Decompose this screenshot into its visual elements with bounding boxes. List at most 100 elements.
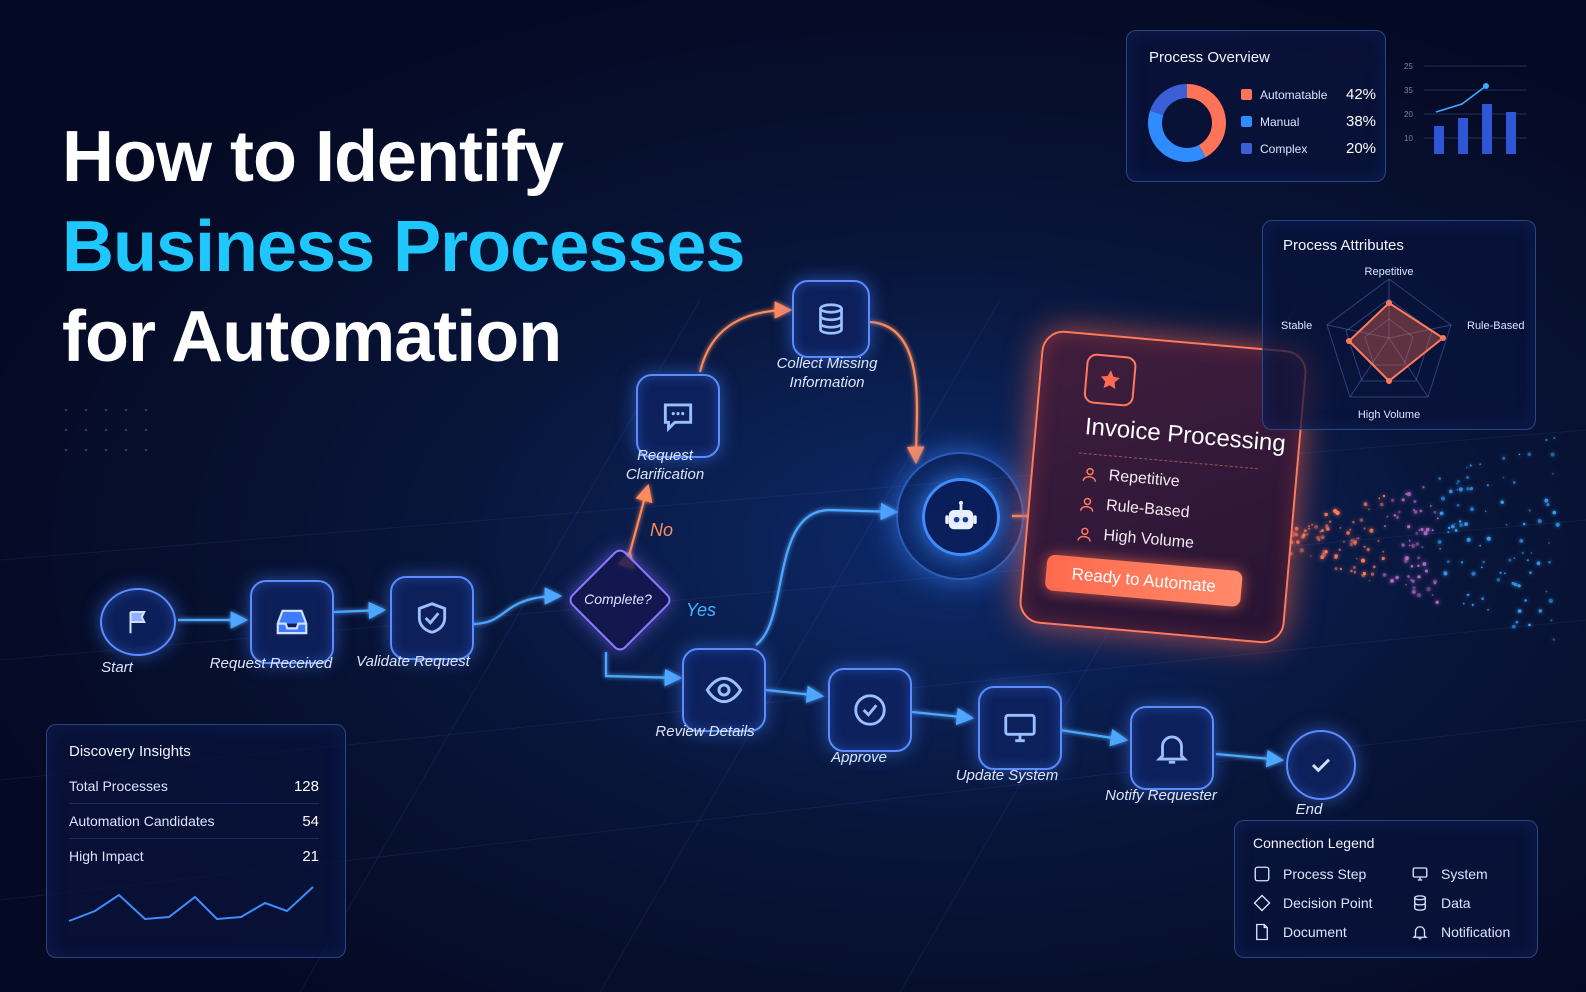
node-update-system[interactable] — [978, 686, 1062, 770]
process-attributes-panel: Process Attributes Repetitive Rule-Based… — [1262, 220, 1536, 430]
particle — [1350, 538, 1355, 543]
particle — [1447, 531, 1450, 533]
particle — [1408, 539, 1411, 542]
particle — [1466, 476, 1469, 479]
process-overview-title: Process Overview — [1149, 49, 1270, 66]
particle — [1412, 508, 1415, 511]
title-line-1: How to Identify — [62, 117, 564, 197]
legend-item-system: System — [1411, 859, 1531, 888]
node-request-received[interactable] — [250, 580, 334, 664]
robot-hub[interactable] — [922, 478, 1000, 556]
process-attributes-title: Process Attributes — [1283, 237, 1404, 254]
particle — [1511, 624, 1516, 629]
particle — [1446, 560, 1450, 564]
radar-axis-rule-based: Rule-Based — [1467, 320, 1524, 332]
node-collect-missing[interactable] — [792, 280, 870, 358]
label-notify-requester: Notify Requester — [1105, 787, 1217, 804]
particle — [1537, 519, 1542, 524]
particle — [1436, 517, 1439, 520]
node-start[interactable] — [100, 588, 176, 656]
particle — [1453, 523, 1456, 525]
label-update-system: Update System — [955, 767, 1059, 784]
particle — [1450, 524, 1455, 529]
invoice-processing-card[interactable]: Invoice Processing Repetitive Rule-Based… — [1017, 328, 1309, 646]
particle — [1342, 540, 1346, 543]
particle — [1466, 594, 1469, 597]
particle — [1395, 515, 1400, 519]
particle — [1479, 463, 1482, 466]
particle — [1411, 543, 1416, 549]
particle — [1441, 496, 1445, 501]
particle — [1384, 525, 1386, 528]
node-request-clarification[interactable] — [636, 374, 720, 458]
particle — [1412, 586, 1416, 590]
legend-col-right: System Data Notification — [1411, 859, 1531, 946]
particle — [1296, 540, 1300, 544]
star-badge — [1083, 352, 1138, 408]
particle — [1349, 542, 1353, 547]
particle — [1346, 531, 1350, 535]
robot-hub-ring — [896, 452, 1024, 580]
overview-value: 42% — [1346, 86, 1377, 103]
legend-label: Process Step — [1283, 865, 1367, 882]
particle — [1484, 510, 1487, 512]
particle — [1320, 535, 1325, 540]
swatch-automatable — [1241, 89, 1252, 100]
particle — [1459, 520, 1462, 523]
particle — [1530, 552, 1533, 554]
particle — [1456, 482, 1459, 485]
particle — [1299, 548, 1304, 553]
legend-label: Data — [1441, 894, 1471, 911]
particle — [1479, 544, 1482, 547]
particle — [1457, 480, 1460, 483]
insight-label: Automation Candidates — [69, 813, 215, 829]
node-review-details[interactable] — [682, 648, 766, 732]
particle — [1422, 486, 1425, 489]
particle — [1408, 544, 1411, 547]
particle — [1546, 503, 1550, 507]
mini-bar — [1506, 112, 1516, 154]
insight-label: Total Processes — [69, 778, 168, 794]
particle — [1415, 532, 1418, 535]
particle — [1469, 464, 1472, 467]
particle — [1416, 593, 1422, 598]
radar-axis-high-volume: High Volume — [1358, 409, 1420, 421]
particle — [1548, 560, 1551, 564]
particle — [1470, 507, 1474, 512]
node-approve[interactable] — [828, 668, 912, 752]
particle — [1466, 537, 1471, 542]
particle — [1417, 575, 1421, 579]
particle — [1356, 537, 1358, 540]
particle — [1311, 523, 1314, 526]
legend-label: System — [1441, 865, 1488, 882]
particle — [1295, 533, 1299, 537]
particle — [1410, 565, 1414, 568]
branch-yes-label: Yes — [686, 600, 717, 620]
particle — [1411, 590, 1416, 594]
invoice-attr-3: High Volume — [1075, 525, 1195, 553]
particle — [1496, 578, 1501, 582]
node-end[interactable] — [1286, 730, 1356, 800]
particle — [1321, 529, 1324, 532]
particle — [1552, 638, 1556, 641]
legend-item-data: Data — [1411, 888, 1531, 917]
particle — [1316, 535, 1320, 540]
particle — [1481, 597, 1484, 600]
node-notify-requester[interactable] — [1130, 706, 1214, 790]
particle — [1439, 547, 1442, 550]
mini-tick: 20 — [1404, 110, 1413, 119]
node-validate-request[interactable] — [390, 576, 474, 660]
ready-to-automate-button[interactable]: Ready to Automate — [1044, 554, 1243, 608]
mini-bar — [1482, 104, 1492, 154]
swatch-complex — [1241, 143, 1252, 154]
particle — [1407, 575, 1410, 578]
particle — [1353, 571, 1356, 574]
particle — [1438, 477, 1441, 480]
particle — [1349, 528, 1352, 531]
title-line-3: for Automation — [62, 297, 562, 377]
label-end: End — [1295, 801, 1323, 818]
